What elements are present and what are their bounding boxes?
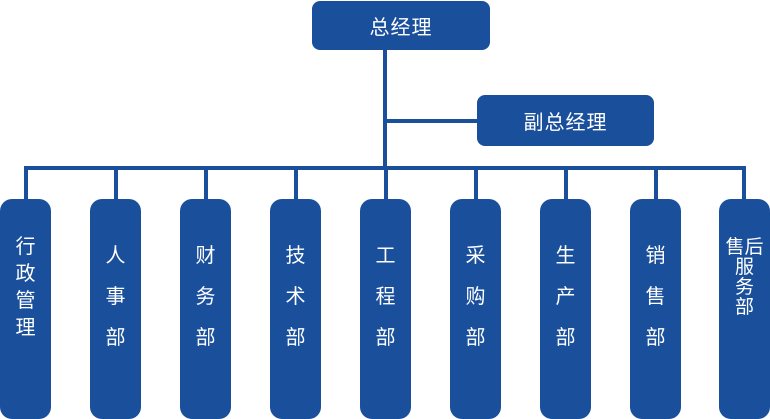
dept-label-char: 部 xyxy=(285,325,306,349)
dept-label: 售后服务部 xyxy=(719,237,770,317)
dept-box-finance: 财务部 xyxy=(180,199,231,419)
ceo-label: 总经理 xyxy=(369,15,433,39)
dept-label-char: 政 xyxy=(15,261,36,285)
dept-label-row: 售后 xyxy=(719,237,770,257)
dept-label-char: 程 xyxy=(375,284,396,308)
dept-connector-8 xyxy=(654,166,658,201)
ceo-box: 总经理 xyxy=(312,1,490,50)
dept-label-char: 管 xyxy=(15,288,36,312)
dept-connector-3 xyxy=(204,166,208,201)
dept-box-purchasing: 采购部 xyxy=(450,199,501,419)
dept-label: 行政管理 xyxy=(0,233,51,341)
dept-label: 采购部 xyxy=(450,235,501,358)
dept-label: 生产部 xyxy=(540,235,591,358)
dept-label-char: 行 xyxy=(15,234,36,258)
dept-label: 财务部 xyxy=(180,235,231,358)
dept-label-char: 服 xyxy=(734,256,754,278)
dept-label: 技术部 xyxy=(270,235,321,358)
dept-label-char: 部 xyxy=(734,296,754,318)
ceo-vertical-connector xyxy=(383,49,387,170)
deputy-connector xyxy=(387,119,477,123)
dept-label-char: 后 xyxy=(744,236,764,258)
dept-label-char: 部 xyxy=(555,325,576,349)
dept-box-admin: 行政管理 xyxy=(0,199,51,419)
dept-label-char: 销 xyxy=(645,243,666,267)
deputy-label: 副总经理 xyxy=(523,110,608,134)
dept-connector-7 xyxy=(564,166,568,201)
dept-label-char: 术 xyxy=(285,284,306,308)
dept-box-engineering: 工程部 xyxy=(360,199,411,419)
dept-connector-2 xyxy=(114,166,118,201)
dept-connector-1 xyxy=(24,166,28,201)
dept-label-char: 生 xyxy=(555,243,576,267)
dept-connector-5 xyxy=(384,166,388,201)
dept-label-char: 部 xyxy=(105,325,126,349)
dept-label-char: 售 xyxy=(645,284,666,308)
dept-label-char: 采 xyxy=(465,243,486,267)
deputy-box: 副总经理 xyxy=(477,95,654,146)
dept-label-char: 产 xyxy=(555,284,576,308)
dept-label: 人事部 xyxy=(90,235,141,358)
dept-label-char: 部 xyxy=(465,325,486,349)
dept-label-char: 部 xyxy=(195,325,216,349)
dept-label-char: 务 xyxy=(734,276,754,298)
dept-box-after-sales: 售后服务部 xyxy=(719,199,770,419)
dept-connector-9 xyxy=(742,166,746,201)
dept-box-hr: 人事部 xyxy=(90,199,141,419)
dept-connector-4 xyxy=(294,166,298,201)
dept-label-char: 人 xyxy=(105,243,126,267)
dept-label: 工程部 xyxy=(360,235,411,358)
dept-box-sales: 销售部 xyxy=(630,199,681,419)
dept-label-char: 工 xyxy=(375,243,396,267)
dept-connector-6 xyxy=(474,166,478,201)
dept-label-char: 事 xyxy=(105,284,126,308)
dept-label-char: 技 xyxy=(285,243,306,267)
dept-label-char: 部 xyxy=(645,325,666,349)
dept-box-production: 生产部 xyxy=(540,199,591,419)
dept-label-char: 理 xyxy=(15,315,36,339)
dept-label-char: 购 xyxy=(465,284,486,308)
dept-label-char: 财 xyxy=(195,243,216,267)
dept-label: 销售部 xyxy=(630,235,681,358)
dept-label-char: 务 xyxy=(195,284,216,308)
dept-box-tech: 技术部 xyxy=(270,199,321,419)
dept-label-char: 售 xyxy=(725,236,745,258)
dept-label-char: 部 xyxy=(375,325,396,349)
